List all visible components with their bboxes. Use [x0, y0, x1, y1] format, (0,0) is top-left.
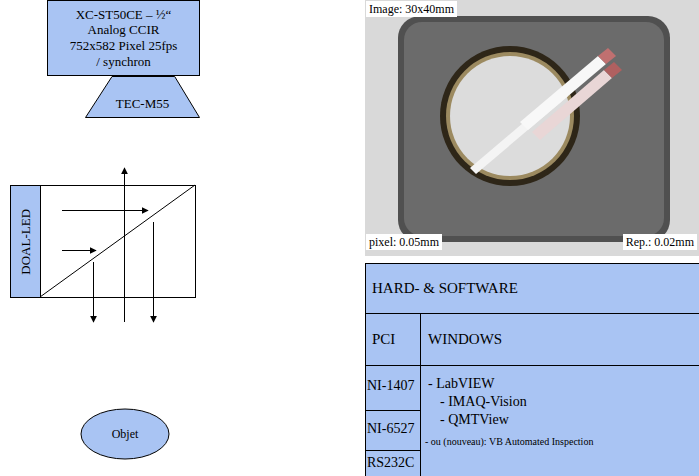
table-cell: PCI	[372, 330, 395, 348]
table-cell: WINDOWS	[428, 330, 502, 348]
node-text: XC-ST50CE – ½“ Analog CCIR 752x582 Pixel…	[68, 7, 180, 69]
resolution-tag: Rep.: 0.02mm	[623, 234, 697, 250]
doal-optics	[40, 168, 196, 322]
table-header: HARD- & SOFTWARE	[372, 279, 518, 297]
camera-box: XC-ST50CE – ½“ Analog CCIR 752x582 Pixel…	[47, 0, 200, 76]
node-text: Objet	[112, 427, 139, 441]
camera-image	[365, 0, 699, 256]
node-text: DOAL-LED	[18, 209, 34, 275]
object-ellipse: Objet	[80, 408, 170, 460]
node-text: TEC-M55	[116, 96, 169, 112]
table-cell: NI-6527	[367, 421, 414, 438]
software-item: - QMTView	[440, 412, 509, 429]
lens-trapezoid: TEC-M55	[85, 76, 200, 118]
hardware-table	[365, 264, 699, 476]
pixel-size-tag: pixel: 0.05mm	[366, 234, 442, 250]
software-note: - ou (nouveau): VB Automated Inspection	[425, 436, 593, 448]
software-item: - IMAQ-Vision	[440, 394, 527, 411]
led-band: DOAL-LED	[10, 185, 41, 298]
table-cell: RS232C	[367, 455, 414, 472]
table-cell: NI-1407	[367, 378, 414, 395]
image-size-tag: Image: 30x40mm	[366, 1, 457, 17]
software-item: - LabVIEW	[428, 376, 494, 393]
